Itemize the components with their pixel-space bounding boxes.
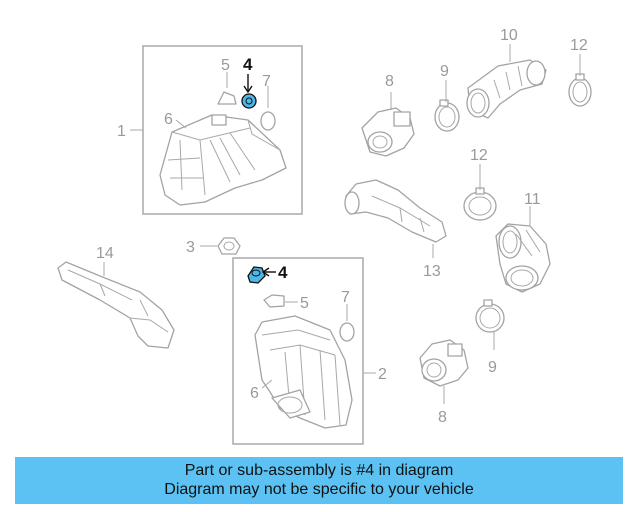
part-3-grommet (217, 237, 241, 255)
label-14: 14 (96, 245, 114, 262)
label-7-bottom: 7 (341, 289, 350, 306)
label-3: 3 (186, 239, 195, 256)
label-7-top: 7 (262, 73, 271, 90)
part-12-mid-clamp (463, 187, 497, 221)
label-12-top: 12 (570, 37, 588, 54)
part-10-elbow-hose (466, 59, 547, 119)
label-6-bottom: 6 (250, 385, 259, 402)
part-12-top-clamp (568, 73, 592, 107)
part-8-top-sensor (361, 107, 415, 157)
part-9-bottom-clamp (475, 299, 505, 333)
label-11: 11 (524, 191, 541, 208)
label-5-top: 5 (221, 57, 230, 74)
label-1: 1 (117, 123, 126, 140)
part-11-hose (495, 223, 551, 293)
label-9-top: 9 (440, 63, 449, 80)
label-4-top: 4 (243, 55, 253, 74)
parts-diagram: 1 5 4 7 6 2 (57, 27, 592, 445)
part-9-top-clamp (434, 99, 460, 132)
label-6-top: 6 (164, 111, 173, 128)
info-banner: Part or sub-assembly is #4 in diagram Di… (15, 457, 623, 504)
label-2: 2 (378, 366, 387, 383)
banner-line-2: Diagram may not be specific to your vehi… (164, 481, 474, 498)
part-7-bottom (339, 322, 355, 342)
part-5-top (217, 91, 237, 105)
part-4-bottom (247, 266, 266, 284)
part-8-bottom-sensor (419, 339, 469, 387)
label-12-mid: 12 (470, 147, 488, 164)
part-4-top (241, 93, 257, 109)
label-13: 13 (423, 263, 441, 280)
label-10: 10 (500, 27, 518, 44)
part-7-top (260, 111, 276, 131)
part-5-bottom (263, 294, 285, 308)
air-cleaner-housing-upper (159, 114, 287, 206)
part-14-intake-duct (57, 261, 175, 349)
label-9-bottom: 9 (488, 359, 497, 376)
part-13-resonator-duct (344, 179, 447, 243)
air-cleaner-housing-lower (254, 315, 353, 429)
banner-line-1: Part or sub-assembly is #4 in diagram (184, 462, 454, 479)
label-8-top: 8 (385, 73, 394, 90)
label-8-bottom: 8 (438, 409, 447, 426)
assembly-box-2 (232, 257, 364, 445)
label-4-bottom: 4 (278, 263, 288, 282)
label-5-bottom: 5 (300, 295, 309, 312)
